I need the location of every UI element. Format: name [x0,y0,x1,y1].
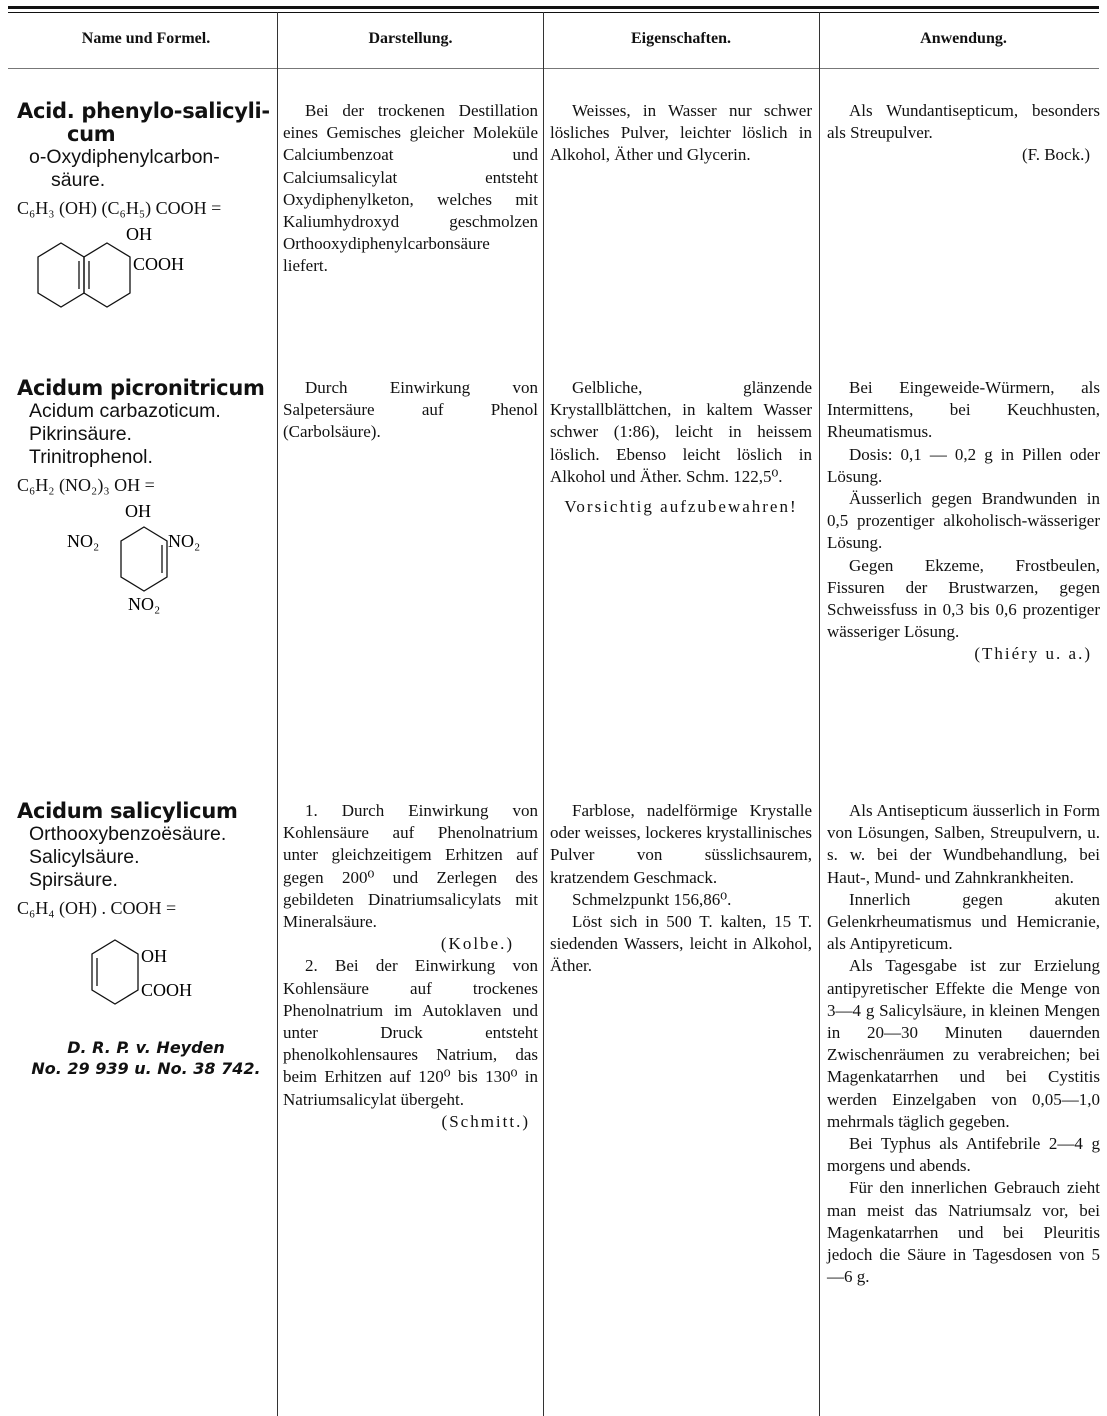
entry-2-synonym-3: Trinitrophenol. [29,446,153,468]
entry-3-anwendung-para-1: Als Antisepticum äusserlich in Form von … [827,801,1100,887]
entry-3-eigenschaften-para-2: Schmelzpunkt 156,86⁰. [572,889,732,909]
entry-2-anwendung: Bei Eingeweide-Würmern, als Intermittens… [827,377,1100,666]
entry-3-patent-line-1: D. R. P. v. Heyden [67,1038,225,1057]
entry-3-name-line-1: Acidum salicylicum [17,799,238,823]
entry-3-benzene-ring [91,939,139,1005]
entry-3-formula: C₆H₄ (OH) . COOH = [17,898,177,918]
entry-1-synonym-1: o-Oxydiphenylcarbon- [29,146,220,168]
entry-3-structure-diagram: OH COOH [91,939,192,1005]
entry-2-anwendung-para-3: Äusserlich gegen Brandwunden in 0,5 proz… [827,489,1100,553]
entry-2-anwendung-para-4: Gegen Ekzeme, Frostbeulen, Fissuren der … [827,555,1100,642]
entry-2-synonym-1: Acidum carbazoticum. [29,400,221,422]
entry-1-name-cell: Acid. phenylo-salicyli- cum o-Oxydipheny… [17,100,275,340]
entry-2-anwendung-para-2: Dosis: 0,1 — 0,2 g in Pillen oder Lösung… [827,444,1100,486]
entry-1-anwendung-text: Als Wundantisepticum, besonders als Stre… [827,101,1100,143]
entry-3-anwendung-para-3: Als Tagesgabe ist zur Erzielung antipyre… [827,956,1100,1131]
entry-3-synonym-3: Spirsäure. [29,869,118,891]
entry-2-name-line-1: Acidum picronitricum [17,376,265,400]
entry-3-darstellung-method-2: 2. Bei der Einwirkung von Kohlensäure au… [283,956,538,1109]
entry-2-structure-diagram: OH NO₂ NO₂ NO₂ [67,501,200,614]
entry-2-name-cell: Acidum picronitricum Acidum carbazoticum… [17,377,275,622]
entry-2-synonym-2: Pikrinsäure. [29,423,132,445]
entry-1-label-cooh: COOH [133,254,184,274]
entry-2-darstellung: Durch Einwirkung von Salpetersäure auf P… [283,377,538,444]
entry-1-darstellung-text: Bei der trockenen Destillation eines Gem… [283,101,538,276]
entry-3-darstellung-author-1: (Kolbe.) [440,934,514,954]
entry-2-eigenschaften-text: Gelbliche, glänzende Krystallblättchen, … [550,378,812,486]
entry-3-eigenschaften: Farblose, nadelförmige Krystalle oder we… [550,800,812,978]
entry-2-eigenschaften: Gelbliche, glänzende Krystallblättchen, … [550,377,812,518]
entry-1-eigenschaften-text: Weisses, in Wasser nur schwer lösliches … [550,101,812,165]
header-name: Name und Formel. [81,30,211,47]
entry-3-anwendung-para-4: Bei Typhus als Antifebrile 2—4 g morgens… [827,1134,1100,1176]
entry-1-synonym-2: säure. [51,169,106,191]
entry-1-anwendung: Als Wundantisepticum, besonders als Stre… [827,100,1100,167]
entry-1-eigenschaften: Weisses, in Wasser nur schwer lösliches … [550,100,812,167]
header-anwendung: Anwendung. [920,30,1007,47]
entry-2-anwendung-author: (Thiéry u. a.) [974,644,1092,664]
entry-2-label-oh: OH [125,501,151,521]
entry-2-darstellung-text: Durch Einwirkung von Salpetersäure auf P… [283,378,538,442]
entry-3-anwendung-para-5: Für den innerlichen Gebrauch zieht man m… [827,1178,1100,1287]
entry-2-label-no2-left: NO₂ [67,531,99,551]
entry-1-anwendung-author: (F. Bock.) [1021,145,1090,165]
entry-3-eigenschaften-para-3: Löst sich in 500 T. kalten, 15 T. sieden… [550,912,812,976]
entry-1-label-oh: OH [126,224,152,244]
entry-2-eigenschaften-note: Vorsichtig aufzubewahren! [564,497,798,517]
entry-3-darstellung: 1. Durch Einwirkung von Kohlensäure auf … [283,800,538,1133]
header-eigenschaften: Eigenschaften. [631,30,731,47]
header-darstellung: Darstellung. [368,30,453,47]
header-separator [8,68,1099,69]
entry-2-benzene-ring [120,526,168,592]
entry-3-synonym-2: Salicylsäure. [29,846,140,868]
entry-3-name-cell: Acidum salicylicum Orthooxybenzoësäure. … [17,800,275,1079]
entry-2-label-no2-right: NO₂ [168,531,200,551]
entry-1-benzene-ring-1 [37,242,85,308]
entry-3-patent-line-2: No. 29 939 u. No. 38 742. [31,1059,261,1078]
entry-2-label-no2-bottom: NO₂ [128,594,160,614]
entry-1-structure-diagram: OH COOH [37,224,184,308]
entry-2-anwendung-para-1: Bei Eingeweide-Würmern, als Intermittens… [827,378,1100,442]
entry-1-name-line-1: Acid. phenylo-salicyli- [17,99,270,123]
entry-3-anwendung-para-2: Innerlich gegen akuten Gelenkrheumatismu… [827,889,1100,954]
column-divider-1 [277,12,278,1416]
entry-3-synonym-1: Orthooxybenzoësäure. [29,823,227,845]
entry-1-darstellung: Bei der trockenen Destillation eines Gem… [283,100,538,278]
entry-3-darstellung-method-1: 1. Durch Einwirkung von Kohlensäure auf … [283,801,538,932]
entry-3-anwendung: Als Antisepticum äusserlich in Form von … [827,800,1100,1288]
entry-3-label-cooh: COOH [141,980,192,1000]
entry-3-label-oh: OH [141,946,167,966]
column-divider-3 [819,12,820,1416]
entry-1-name-line-2: cum [67,122,116,146]
entry-1-formula: C₆H₃ (OH) (C₆H₅) COOH = [17,198,222,218]
entry-2-formula: C₆H₂ (NO₂)₃ OH = [17,475,155,495]
column-divider-2 [543,12,544,1416]
top-rule-thick [8,6,1099,9]
top-rule-thin [8,12,1099,13]
entry-3-eigenschaften-para-1: Farblose, nadelförmige Krystalle oder we… [550,801,812,887]
entry-1-benzene-ring-2 [83,242,131,308]
entry-3-darstellung-author-2: (Schmitt.) [441,1111,530,1131]
